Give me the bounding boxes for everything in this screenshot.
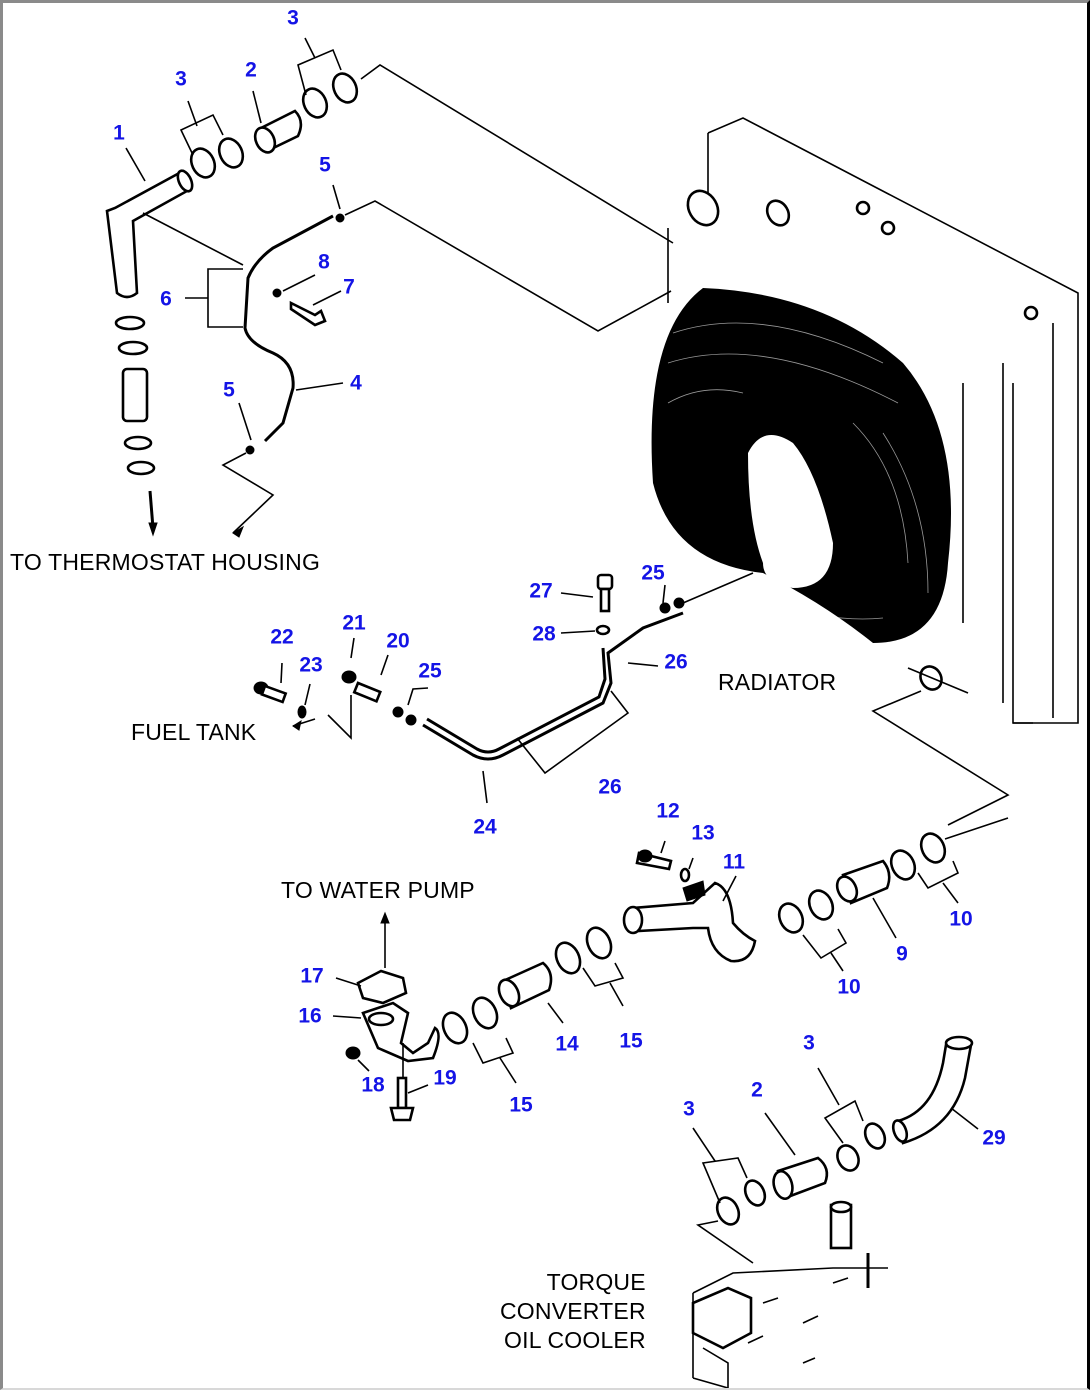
callout-22: 22	[270, 625, 294, 649]
nut-18	[345, 1046, 361, 1060]
label-fuel-tank: FUEL TANK	[131, 719, 257, 745]
clamps-15-left	[441, 996, 499, 1045]
callout-10: 10	[949, 907, 973, 931]
bolt-19	[389, 1076, 415, 1122]
callout-15: 15	[509, 1093, 533, 1117]
clamps-3-upper-right	[836, 1122, 887, 1172]
oil-cooler	[691, 1200, 888, 1388]
callout-26: 26	[598, 775, 622, 799]
callout-25: 25	[418, 659, 442, 683]
gasket-17	[356, 969, 408, 1005]
callout-14: 14	[555, 1032, 579, 1056]
callout-5: 5	[319, 153, 331, 177]
callout-8: 8	[318, 250, 330, 274]
hose-9	[835, 859, 891, 905]
washer-13	[679, 867, 691, 883]
pipe-1	[105, 169, 194, 299]
callout-18: 18	[361, 1073, 385, 1097]
callout-2: 2	[751, 1078, 763, 1102]
callout-1: 1	[113, 121, 125, 145]
callout-7: 7	[343, 275, 355, 299]
callout-5: 5	[223, 378, 235, 402]
callout-19: 19	[433, 1066, 457, 1090]
hose-stack-left	[114, 315, 158, 537]
label-torque-converter-oil-cooler: TORQUE CONVERTER OIL COOLER	[500, 1269, 646, 1353]
clamps-3-lower-left	[715, 1179, 767, 1226]
clamps-15-right	[554, 926, 613, 975]
hose-11	[622, 880, 757, 963]
label-to-thermostat-housing: TO THERMOSTAT HOUSING	[10, 549, 321, 575]
callout-6: 6	[160, 287, 172, 311]
callout-28: 28	[532, 622, 556, 646]
callout-3: 3	[287, 6, 299, 30]
callout-9: 9	[896, 942, 908, 966]
clamp-3-right	[301, 72, 359, 119]
callout-4: 4	[350, 371, 362, 395]
bolt-27	[596, 573, 614, 613]
callout-16: 16	[298, 1004, 322, 1028]
tube-29	[891, 1035, 974, 1145]
callout-3: 3	[683, 1097, 695, 1121]
tube-4	[243, 213, 345, 455]
clamp-3-left	[189, 137, 245, 179]
clamps-10-left	[777, 889, 835, 934]
hose-2-top	[253, 109, 303, 154]
callout-3: 3	[175, 67, 187, 91]
callout-10: 10	[837, 975, 861, 999]
bolt-12	[635, 849, 673, 871]
callout-25: 25	[641, 561, 665, 585]
callout-12: 12	[656, 799, 680, 823]
callout-13: 13	[691, 821, 715, 845]
diagram-drawing	[105, 37, 1079, 1388]
hose-2-bottom	[772, 1156, 829, 1201]
tube-24	[422, 611, 684, 761]
callout-27: 27	[529, 579, 553, 603]
callout-29: 29	[982, 1126, 1006, 1150]
callout-24: 24	[473, 815, 497, 839]
callout-11: 11	[722, 850, 746, 874]
label-radiator: RADIATOR	[718, 669, 837, 695]
elbow-16	[361, 1001, 440, 1063]
bolt-7	[289, 300, 327, 327]
callout-3: 3	[803, 1031, 815, 1055]
fuel-fittings	[253, 597, 685, 726]
callout-21: 21	[342, 611, 366, 635]
hose-14	[497, 961, 553, 1010]
clamps-10-right	[889, 832, 947, 881]
washer-28	[595, 624, 611, 636]
callout-15: 15	[619, 1029, 643, 1053]
callout-2: 2	[245, 58, 257, 82]
callout-17: 17	[300, 964, 324, 988]
callout-20: 20	[386, 629, 410, 653]
callout-23: 23	[299, 653, 323, 677]
radiator	[651, 117, 1079, 724]
callout-26: 26	[664, 650, 688, 674]
label-to-water-pump: TO WATER PUMP	[281, 877, 475, 903]
